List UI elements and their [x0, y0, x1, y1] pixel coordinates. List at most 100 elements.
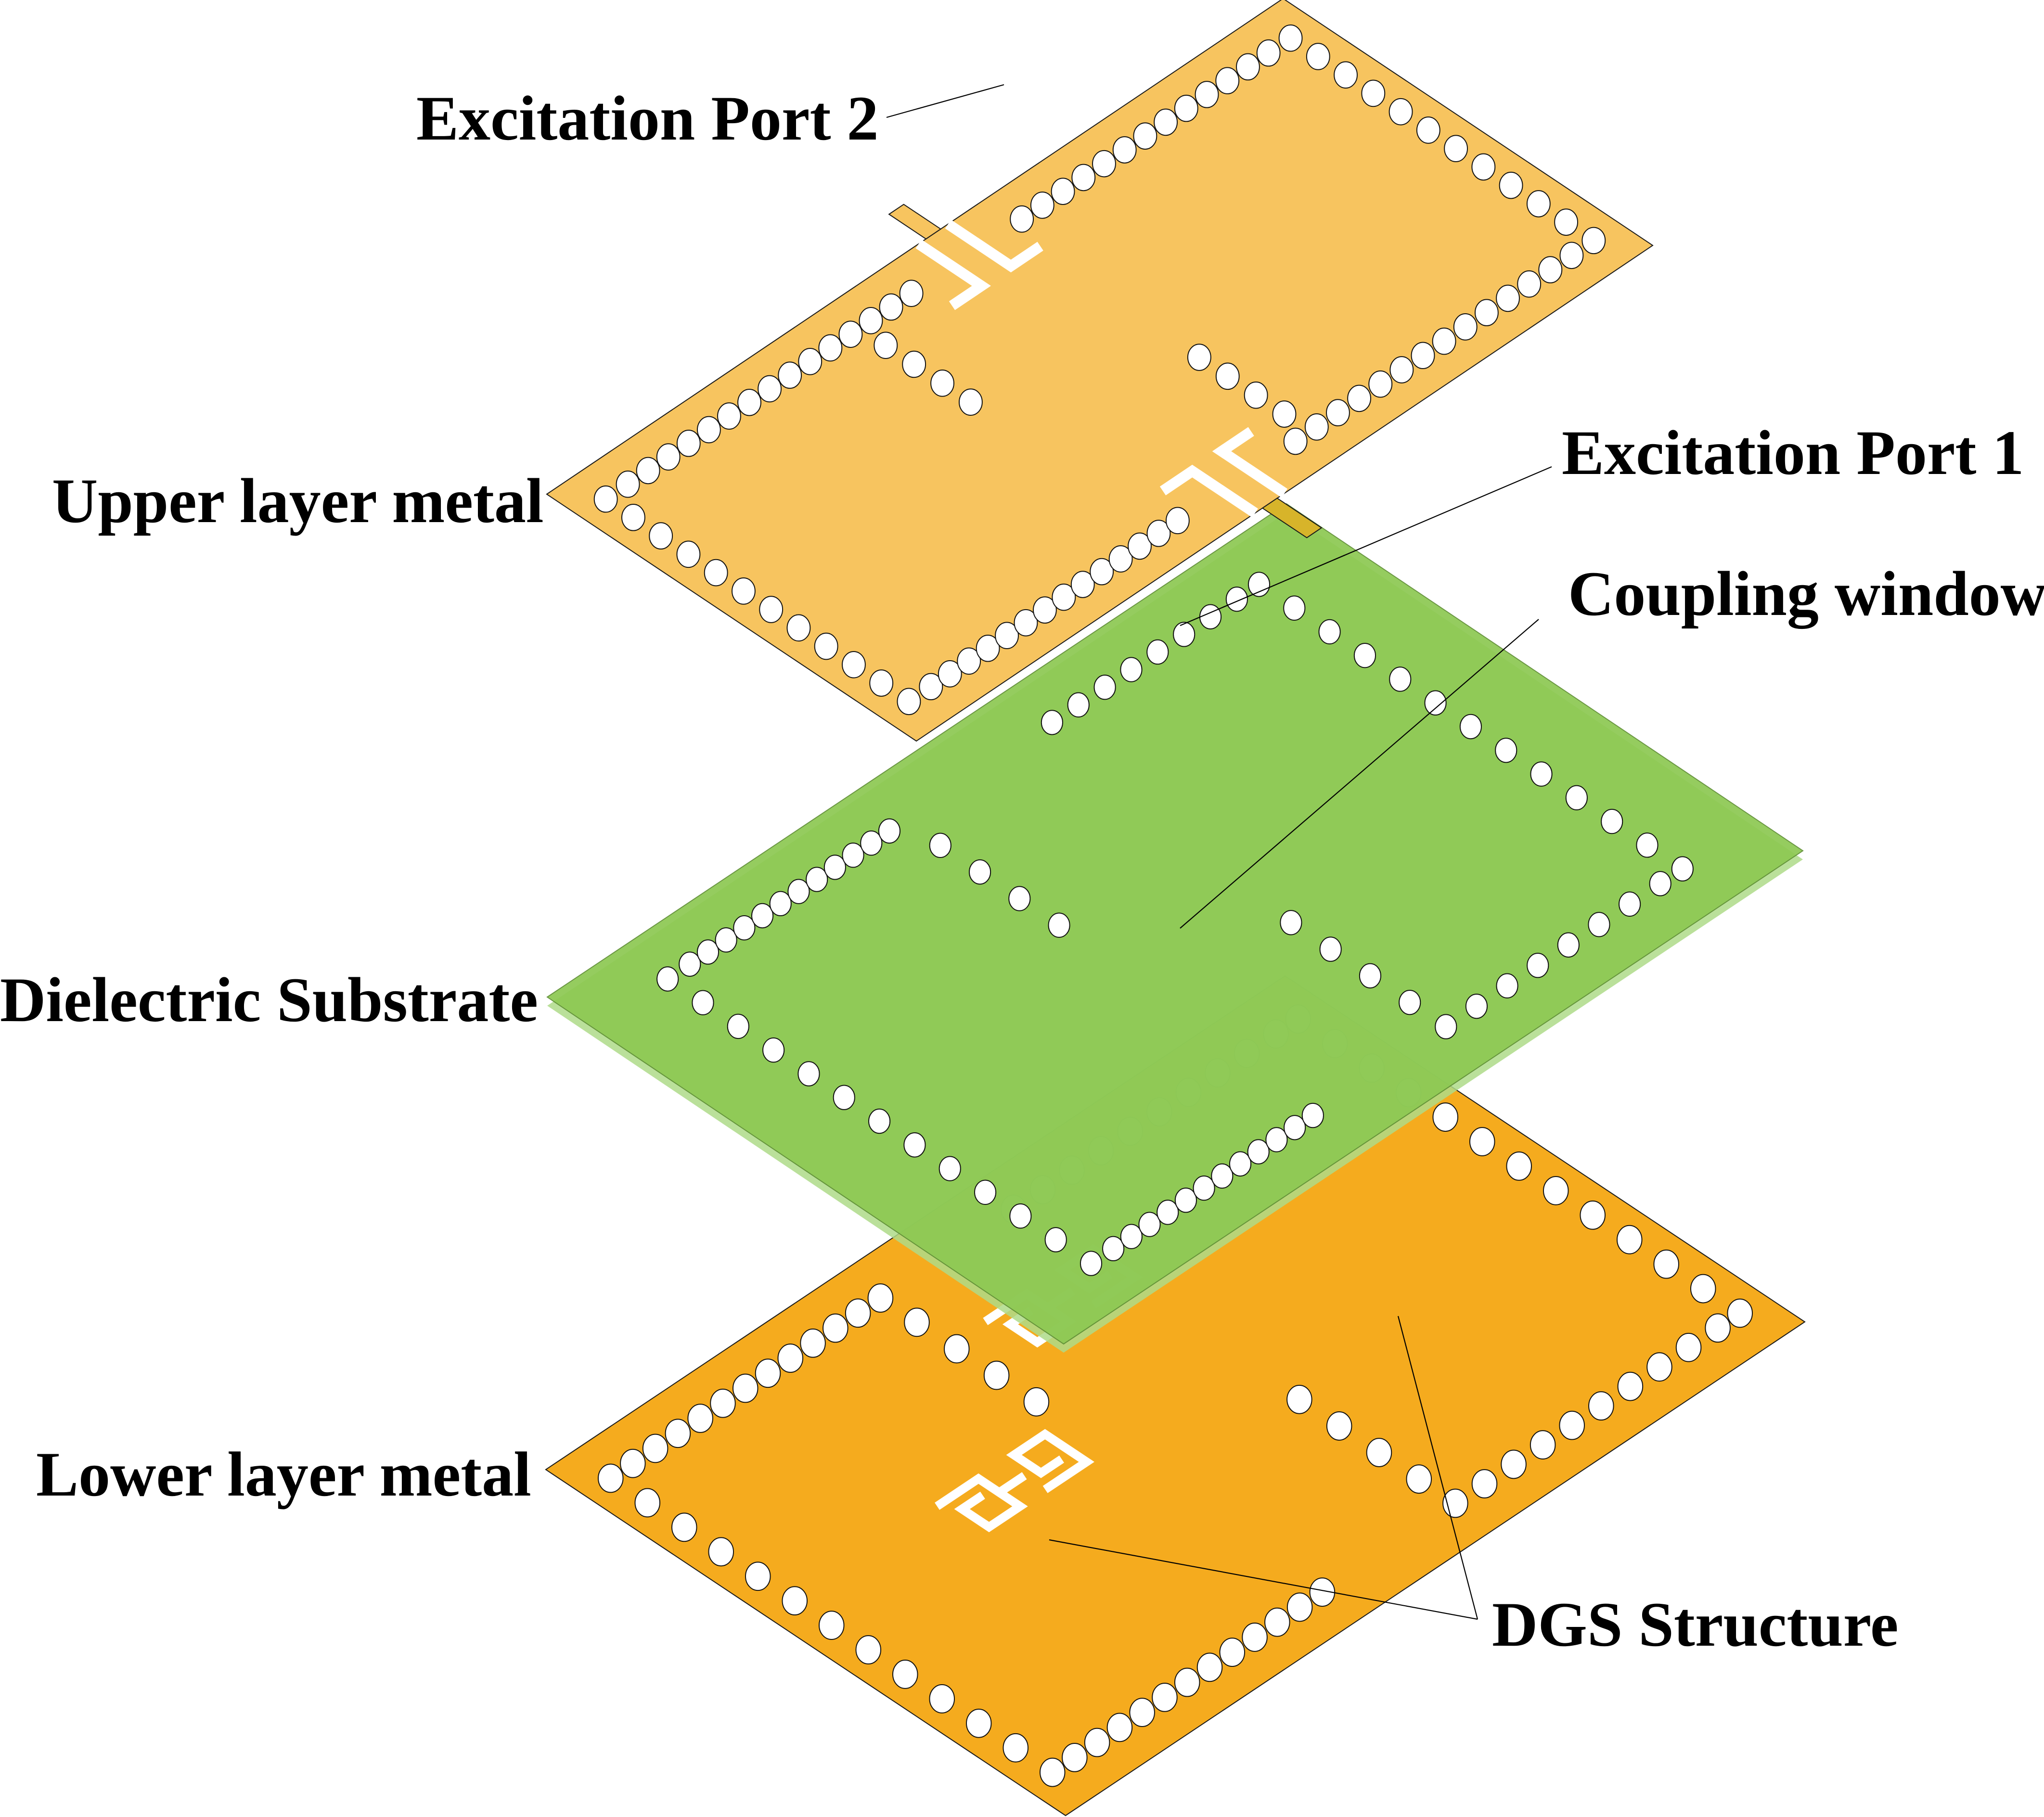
dgs-structure-left [935, 1429, 1094, 1533]
via-hole [1265, 1127, 1288, 1152]
via-hole [737, 388, 761, 416]
via-hole [1165, 507, 1190, 535]
via-hole [733, 915, 756, 941]
via-hole [903, 1132, 926, 1158]
via-hole [897, 688, 921, 716]
via-hole [833, 1085, 855, 1110]
excitation-port-1-slot [1159, 427, 1288, 518]
via-hole [1636, 832, 1658, 858]
via-hole [676, 429, 701, 457]
via-hole [814, 632, 838, 660]
via-hole [1093, 674, 1116, 700]
excitation-port-2-slot [915, 219, 1043, 310]
via-hole [1120, 657, 1143, 682]
via-hole [621, 504, 645, 531]
via-hole [1399, 989, 1421, 1015]
via-hole [598, 1463, 624, 1493]
via-hole [1195, 81, 1219, 108]
via-hole [1453, 313, 1478, 341]
label-lower-layer-metal: Lower layer metal [36, 1439, 531, 1510]
via-hole [762, 1037, 785, 1063]
via-hole [755, 1358, 781, 1388]
via-hole [1108, 545, 1133, 573]
via-hole [1581, 227, 1606, 255]
via-hole [1041, 710, 1063, 735]
label-dgs-structure: DGS Structure [1492, 1589, 1899, 1660]
via-hole [1306, 43, 1330, 70]
via-hole [1102, 1236, 1125, 1262]
via-hole [1459, 714, 1482, 740]
via-hole [1187, 344, 1211, 371]
via-hole [904, 1307, 930, 1337]
via-hole [1646, 1352, 1672, 1382]
via-hole [1023, 1387, 1050, 1417]
via-hole [860, 830, 883, 856]
via-hole [1557, 932, 1580, 958]
via-hole [1008, 886, 1031, 911]
via-hole [1304, 413, 1329, 441]
via-hole [859, 307, 883, 334]
via-hole [758, 375, 782, 403]
via-hole [1146, 639, 1169, 665]
substrate-top-face [546, 503, 1804, 1345]
via-hole [1032, 596, 1057, 624]
via-hole [1174, 94, 1198, 122]
via-hole [868, 1108, 891, 1134]
via-hole [1154, 108, 1178, 136]
via-hole [919, 673, 943, 701]
excitation-port-1-feed [1261, 498, 1323, 538]
via-hole [1326, 399, 1350, 426]
via-hole [1244, 381, 1268, 409]
via-hole [1474, 299, 1499, 326]
via-hole [642, 1433, 668, 1463]
via-hole [1347, 384, 1372, 412]
via-hole [1554, 208, 1578, 236]
via-hole [620, 1448, 646, 1478]
via-hole [1588, 912, 1610, 937]
via-hole [1359, 963, 1382, 989]
via-hole [1009, 1203, 1032, 1229]
via-hole [1003, 1733, 1029, 1763]
via-hole [1501, 1449, 1527, 1479]
via-hole [687, 1404, 713, 1433]
via-hole [1199, 604, 1222, 629]
via-hole [1517, 270, 1542, 298]
via-hole [1496, 973, 1518, 998]
via-hole [656, 966, 679, 992]
via-hole [1106, 1713, 1133, 1742]
via-hole [782, 1586, 808, 1616]
via-hole [1389, 356, 1414, 384]
via-hole [1653, 1249, 1679, 1279]
via-hole [759, 596, 784, 623]
via-hole [818, 334, 843, 362]
via-hole [869, 669, 894, 697]
via-hole [819, 1611, 845, 1640]
via-hole [1090, 558, 1114, 586]
via-hole [634, 1488, 661, 1518]
via-hole [983, 1360, 1010, 1390]
label-excitation-port-1: Excitation Port 1 [1562, 417, 2024, 488]
via-hole [1215, 67, 1240, 94]
via-hole [1014, 609, 1038, 637]
via-hole [867, 1283, 894, 1313]
via-hole [1138, 1212, 1161, 1237]
via-hole [1301, 1102, 1324, 1128]
via-hole [1283, 595, 1306, 621]
via-hole [1173, 622, 1196, 647]
via-hole [1326, 1411, 1352, 1441]
via-hole [1506, 1152, 1532, 1181]
via-hole [1318, 619, 1341, 645]
port-slot-cut [1159, 464, 1258, 518]
via-hole [1411, 342, 1435, 370]
via-hole [1471, 1469, 1498, 1498]
via-hole [1080, 1251, 1103, 1276]
via-hole [1727, 1298, 1753, 1328]
via-hole [710, 1388, 736, 1418]
via-hole [1619, 891, 1641, 917]
dielectric-substrate-board [546, 503, 1804, 1353]
via-hole [676, 540, 701, 568]
port-slot-cut [1212, 427, 1288, 498]
via-hole [1319, 936, 1342, 962]
via-hole [1193, 1175, 1215, 1201]
via-hole [845, 1298, 871, 1328]
